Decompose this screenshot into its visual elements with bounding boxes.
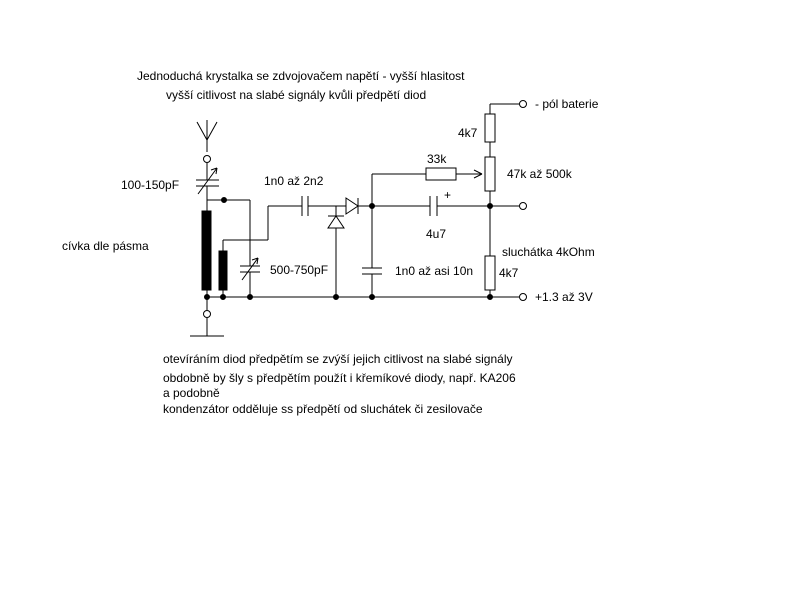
output-capacitor-symbol	[372, 196, 519, 216]
filter-capacitor-symbol	[362, 174, 382, 297]
series-diode-symbol	[340, 197, 372, 215]
note-line-1: otevíráním diod předpětím se zvýší jejic…	[163, 352, 513, 366]
junction-dot	[221, 197, 227, 203]
battery-neg-terminal[interactable]	[519, 100, 527, 108]
coil-secondary	[218, 250, 228, 291]
label-output-capacitor-polarity: +	[444, 188, 451, 202]
label-resistor-33k: 33k	[427, 152, 447, 166]
ground-terminal	[203, 310, 211, 318]
title-line-2: vyšší citlivost na slabé signály kvůli p…	[166, 88, 426, 102]
junctions	[204, 203, 493, 300]
label-resistor-top: 4k7	[458, 126, 478, 140]
label-battery-negative: - pól baterie	[535, 97, 599, 111]
note-line-4: kondenzátor odděluje ss předpětí od sluc…	[163, 402, 483, 416]
label-resistor-bottom: 4k7	[499, 266, 519, 280]
label-battery-positive: +1.3 až 3V	[535, 290, 593, 304]
label-filter-capacitor: 1n0 až asi 10n	[395, 264, 473, 278]
label-potentiometer: 47k až 500k	[507, 167, 573, 181]
resistor-33k-symbol	[372, 167, 483, 181]
label-output-capacitor: 4u7	[426, 227, 446, 241]
label-coupling-capacitor: 1n0 až 2n2	[264, 174, 324, 188]
label-coil: cívka dle pásma	[62, 239, 149, 253]
coupling-capacitor-symbol	[268, 196, 340, 216]
antenna-symbol	[196, 120, 218, 180]
output-terminal[interactable]	[519, 202, 527, 210]
title-line-1: Jednoduchá krystalka se zdvojovačem napě…	[137, 69, 465, 83]
battery-pos-terminal[interactable]	[519, 293, 527, 301]
label-trimmer-capacitor: 500-750pF	[270, 263, 328, 277]
label-tuning-capacitor: 100-150pF	[121, 178, 179, 192]
tuning-capacitor-symbol	[196, 167, 219, 200]
note-line-2: obdobně by šly s předpětím použít i křem…	[163, 371, 516, 385]
label-headphones: sluchátka 4kOhm	[502, 245, 595, 259]
note-line-3: a podobně	[163, 386, 220, 400]
potentiometer-symbol	[484, 104, 496, 256]
shunt-diode-symbol	[327, 206, 345, 297]
coil-primary	[201, 210, 212, 291]
trimmer-capacitor-symbol	[240, 257, 260, 297]
